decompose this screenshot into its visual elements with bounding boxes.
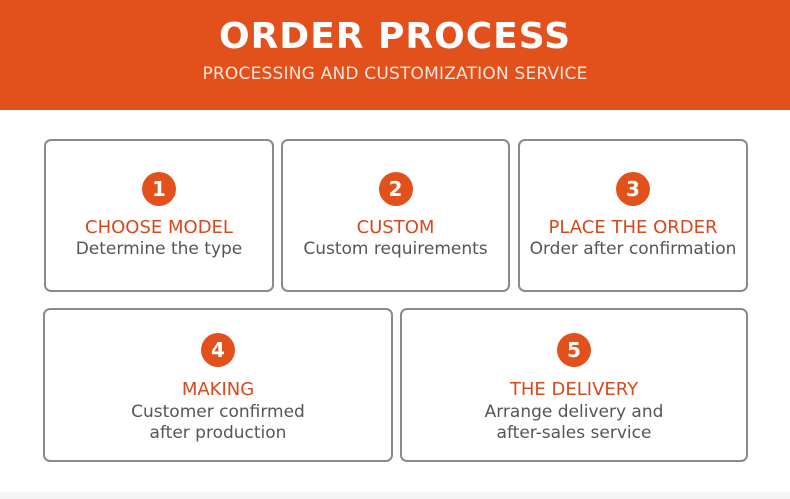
step-number-badge: 4	[201, 333, 235, 367]
step-title: MAKING	[181, 379, 255, 400]
page-title: ORDER PROCESS	[218, 16, 571, 57]
step-number-badge: 5	[557, 333, 591, 367]
page-subtitle: PROCESSING AND CUSTOMIZATION SERVICE	[202, 64, 588, 84]
step-description: Custom requirements	[283, 239, 508, 260]
step-card-3: 3 PLACE THE ORDER Order after confirmati…	[518, 139, 748, 292]
step-title: CHOOSE MODEL	[85, 217, 233, 238]
step-title: THE DELIVERY	[509, 379, 639, 400]
step-description: Determine the type	[46, 239, 272, 260]
step-card-5: 5 THE DELIVERY Arrange delivery and afte…	[400, 308, 748, 462]
step-title: CUSTOM	[356, 217, 435, 238]
step-description-line: Customer confirmed	[131, 402, 305, 422]
step-number-badge: 1	[142, 172, 176, 206]
step-description-line: Determine the type	[75, 239, 243, 259]
header-banner: ORDER PROCESS PROCESSING AND CUSTOMIZATI…	[0, 0, 790, 110]
step-description-line: after production	[149, 423, 287, 443]
step-description-line: after-sales service	[496, 423, 652, 443]
step-card-1: 1 CHOOSE MODEL Determine the type	[44, 139, 274, 292]
step-title: PLACE THE ORDER	[548, 217, 718, 238]
step-number-badge: 2	[378, 172, 413, 206]
step-number-badge: 3	[616, 172, 650, 206]
step-description-line: Order after confirmation	[529, 239, 737, 259]
step-description: Customer confirmed after production	[45, 402, 391, 444]
step-card-4: 4 MAKING Customer confirmed after produc…	[43, 308, 393, 462]
step-description-line: Arrange delivery and	[484, 402, 664, 422]
step-description-line: Custom requirements	[303, 239, 488, 259]
footer-strip	[0, 492, 790, 499]
step-description: Arrange delivery and after-sales service	[402, 402, 746, 444]
step-card-2: 2 CUSTOM Custom requirements	[281, 139, 510, 292]
step-description: Order after confirmation	[520, 239, 746, 260]
